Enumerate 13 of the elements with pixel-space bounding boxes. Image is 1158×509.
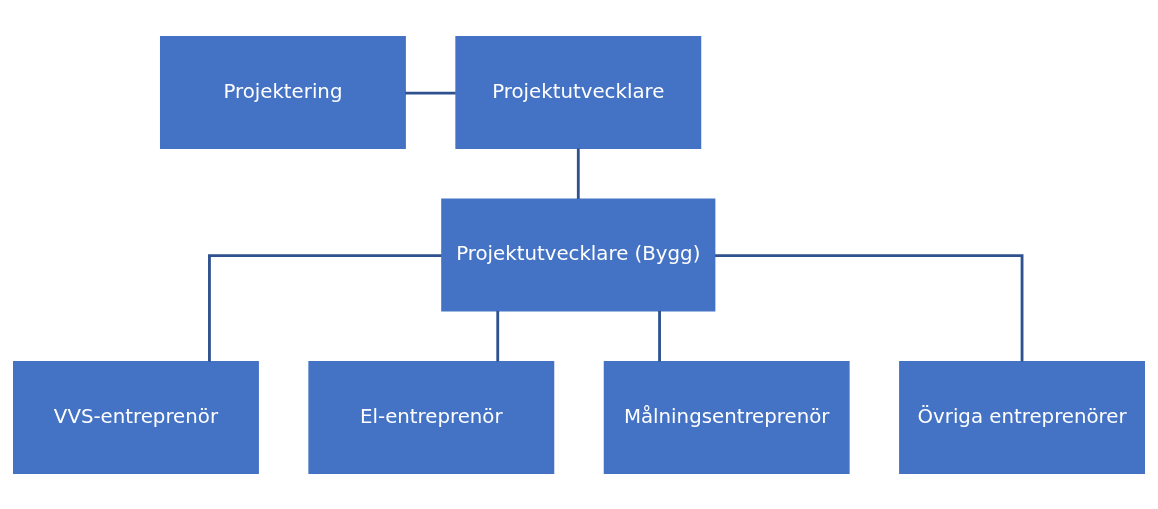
node-box: Projektering — [159, 35, 406, 149]
node-box: Målningsentreprenör — [603, 360, 850, 474]
connector — [715, 253, 1024, 361]
connector — [658, 310, 661, 361]
connector — [208, 253, 442, 361]
node-box: Projektutvecklare — [455, 35, 702, 149]
node-box: El-entreprenör — [308, 360, 555, 474]
connector — [496, 310, 500, 361]
connector — [576, 147, 580, 199]
node-box: Projektutvecklare (Bygg) — [441, 197, 716, 312]
connector — [405, 91, 456, 95]
node-box: VVS-entreprenör — [13, 360, 259, 474]
node-box: Övriga entreprenörer — [899, 360, 1145, 474]
